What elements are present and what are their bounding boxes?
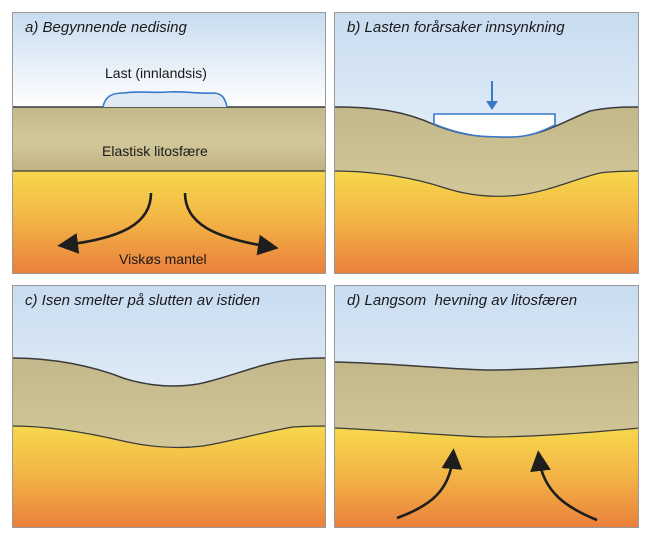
panel-d-drawing xyxy=(335,286,639,528)
load-label: Last (innlandsis) xyxy=(105,65,207,81)
panel-c: c) Isen smelter på slutten av istiden xyxy=(12,285,326,528)
lithosphere-label: Elastisk litosfære xyxy=(102,143,208,159)
panel-d: d) Langsom hevning av litosfæren xyxy=(334,285,639,528)
panel-a-title: a) Begynnende nedising xyxy=(25,19,187,36)
panel-a: a) Begynnende nedising Last (innlandsis)… xyxy=(12,12,326,274)
mantle-layer xyxy=(335,428,639,528)
mantle-label: Viskøs mantel xyxy=(119,251,207,267)
lithosphere-layer xyxy=(13,107,326,171)
ice-sheet xyxy=(103,92,227,107)
panel-d-title: d) Langsom hevning av litosfæren xyxy=(347,292,577,309)
panel-b: b) Lasten forårsaker innsynkning xyxy=(334,12,639,274)
panel-b-title: b) Lasten forårsaker innsynkning xyxy=(347,19,565,36)
panel-c-title: c) Isen smelter på slutten av istiden xyxy=(25,292,260,309)
panel-c-drawing xyxy=(13,286,326,528)
panel-b-drawing xyxy=(335,13,639,274)
